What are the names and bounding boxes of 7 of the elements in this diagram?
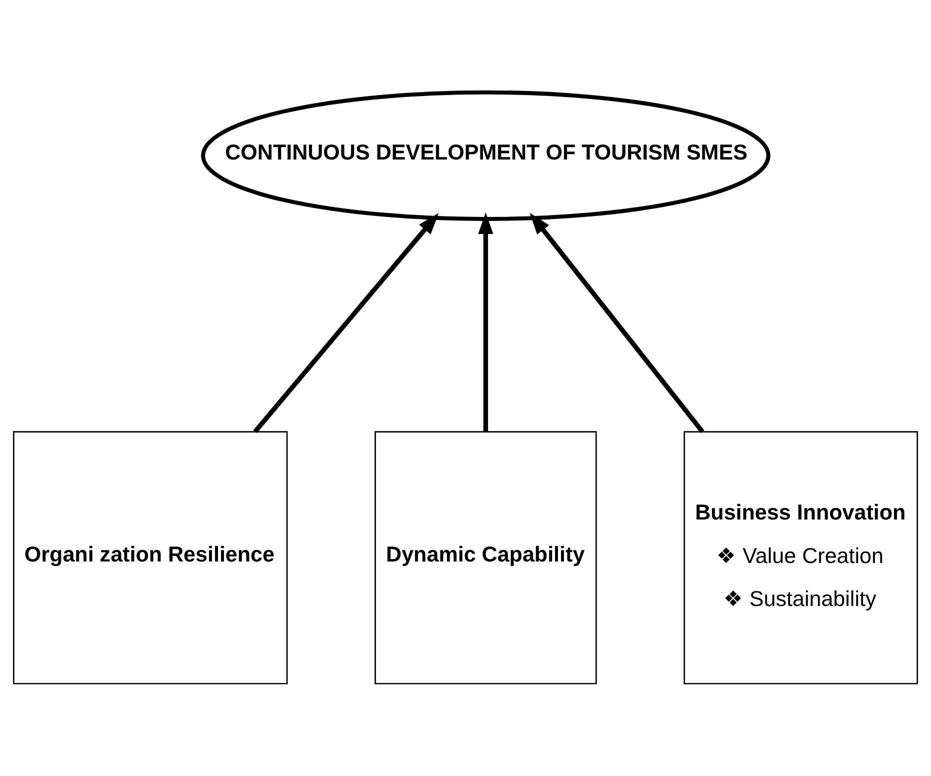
node-box: Organi zation Resilience [13,431,288,684]
node-ellipse: CONTINUOUS DEVELOPMENT OF TOURISM SMES [201,90,770,221]
arrow [253,212,439,434]
arrow [530,212,704,434]
node-box: Dynamic Capability [374,431,597,684]
node-box: Business Innovation ❖ Value Creation ❖ Sustainability [684,431,918,684]
arrow [478,212,494,432]
